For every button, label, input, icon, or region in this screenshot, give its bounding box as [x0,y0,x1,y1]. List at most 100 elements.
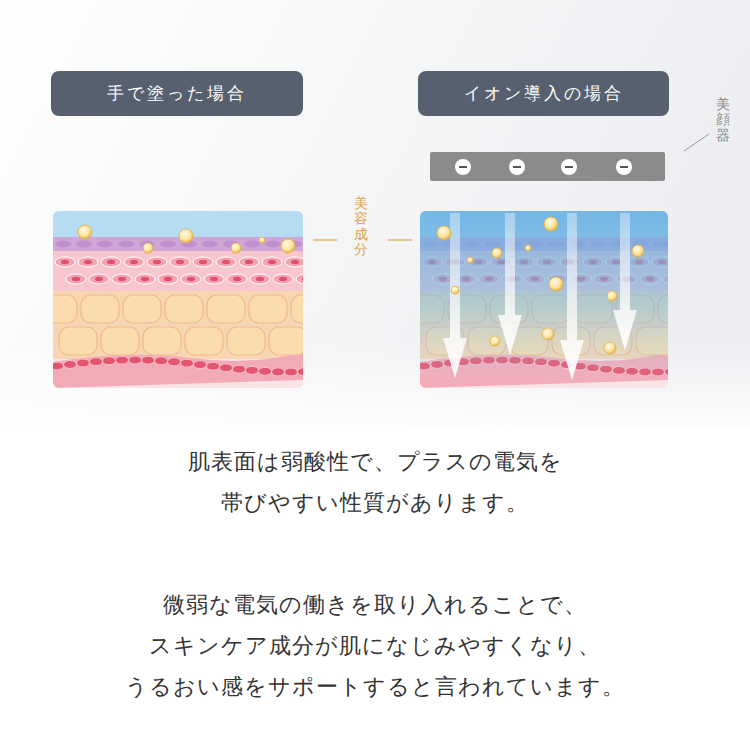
cell [239,257,259,267]
cell [296,274,303,284]
cell [244,241,260,248]
skin-panel [420,211,668,388]
cell [207,362,220,370]
cell [77,359,90,367]
ingredient-bubble [544,217,558,231]
part-name: 美顔器 [716,97,730,143]
title-box: 手で塗った場合 [51,71,303,116]
cell [285,257,303,267]
cell [285,368,298,376]
cell [53,295,77,323]
ingredient-bubble [549,277,563,291]
ingredient-bubble [604,342,616,354]
ion-overlay [420,211,668,388]
cell [160,241,176,248]
cell-nucleus [141,277,149,281]
cell [273,274,293,284]
arrow-down [498,213,522,355]
minus-circle [561,159,577,175]
cell [64,360,77,368]
ingredient-bubble [259,237,265,243]
cell [207,295,245,323]
cell-nucleus [233,277,241,281]
leader-line [684,134,709,151]
cell [124,257,144,267]
cell [204,274,224,284]
cell [220,364,233,372]
skin-base [420,211,668,388]
cell [143,327,181,355]
cell [168,358,181,366]
arrow-down [560,213,584,380]
ingredient-bubble [490,336,500,346]
minus-sign [620,166,628,168]
cell [59,327,97,355]
cell-nucleus [164,277,172,281]
cell [129,356,142,364]
cell [249,295,287,323]
cell [118,241,134,248]
cell-nucleus [118,277,126,281]
skin-layer [53,352,303,388]
cell-nucleus [187,277,195,281]
device-bar [430,152,665,181]
cell [66,274,86,284]
cell [135,274,155,284]
minus-circle [509,159,525,175]
cell [89,274,109,284]
cell [101,257,121,267]
ingredient-bubble [231,243,241,253]
cell [147,257,167,267]
cell [103,357,116,365]
cell-nucleus [95,277,103,281]
ingredient-bubble [467,257,473,263]
cell [165,295,203,323]
cell [269,327,303,355]
cell [216,257,236,267]
cell [142,356,155,364]
ingredient-bubble [525,245,531,251]
cell-nucleus [72,277,80,281]
minus-circle [616,159,632,175]
skin-layer [53,251,303,291]
body-text: 微弱な電気の働きを取り入れることで、 スキンケア成分が肌になじみやすくなり、 う… [115,584,635,707]
cell [181,274,201,284]
cell [250,274,270,284]
cell-nucleus [61,260,69,264]
cell-nucleus [107,260,115,264]
ingredient-bubble [179,229,193,243]
ingredient-bubble [281,239,295,253]
cell [158,274,178,284]
cell [53,362,64,370]
ingredient-bubble [492,248,502,258]
cell [90,358,103,366]
cell [265,241,281,248]
ingredient-bubble [437,226,451,240]
minus-sign [459,166,467,168]
title-text: 手で塗った場合 [107,82,247,105]
cell [116,356,129,364]
minus-circle [455,159,471,175]
cell-nucleus [84,260,92,264]
cell [101,327,139,355]
cell-nucleus [268,260,276,264]
cell [233,365,246,373]
ingredient-bubble [143,243,153,253]
cell [78,257,98,267]
cell [259,367,272,375]
cell [155,357,168,365]
cell [272,368,285,376]
title-text: イオン導入の場合 [464,82,624,105]
skin-layer [53,291,303,359]
cell-nucleus [153,260,161,264]
cell-nucleus [210,277,218,281]
cell-nucleus [302,277,303,281]
cell [227,274,247,284]
cell [246,366,259,374]
cell-nucleus [176,260,184,264]
body-text: 肌表面は弱酸性で、プラスの電気を 帯びやすい性質があります。 [115,441,635,523]
ingredient-bubble [632,245,644,257]
cell [181,359,194,367]
cell-nucleus [222,260,230,264]
leader-line [313,239,337,240]
